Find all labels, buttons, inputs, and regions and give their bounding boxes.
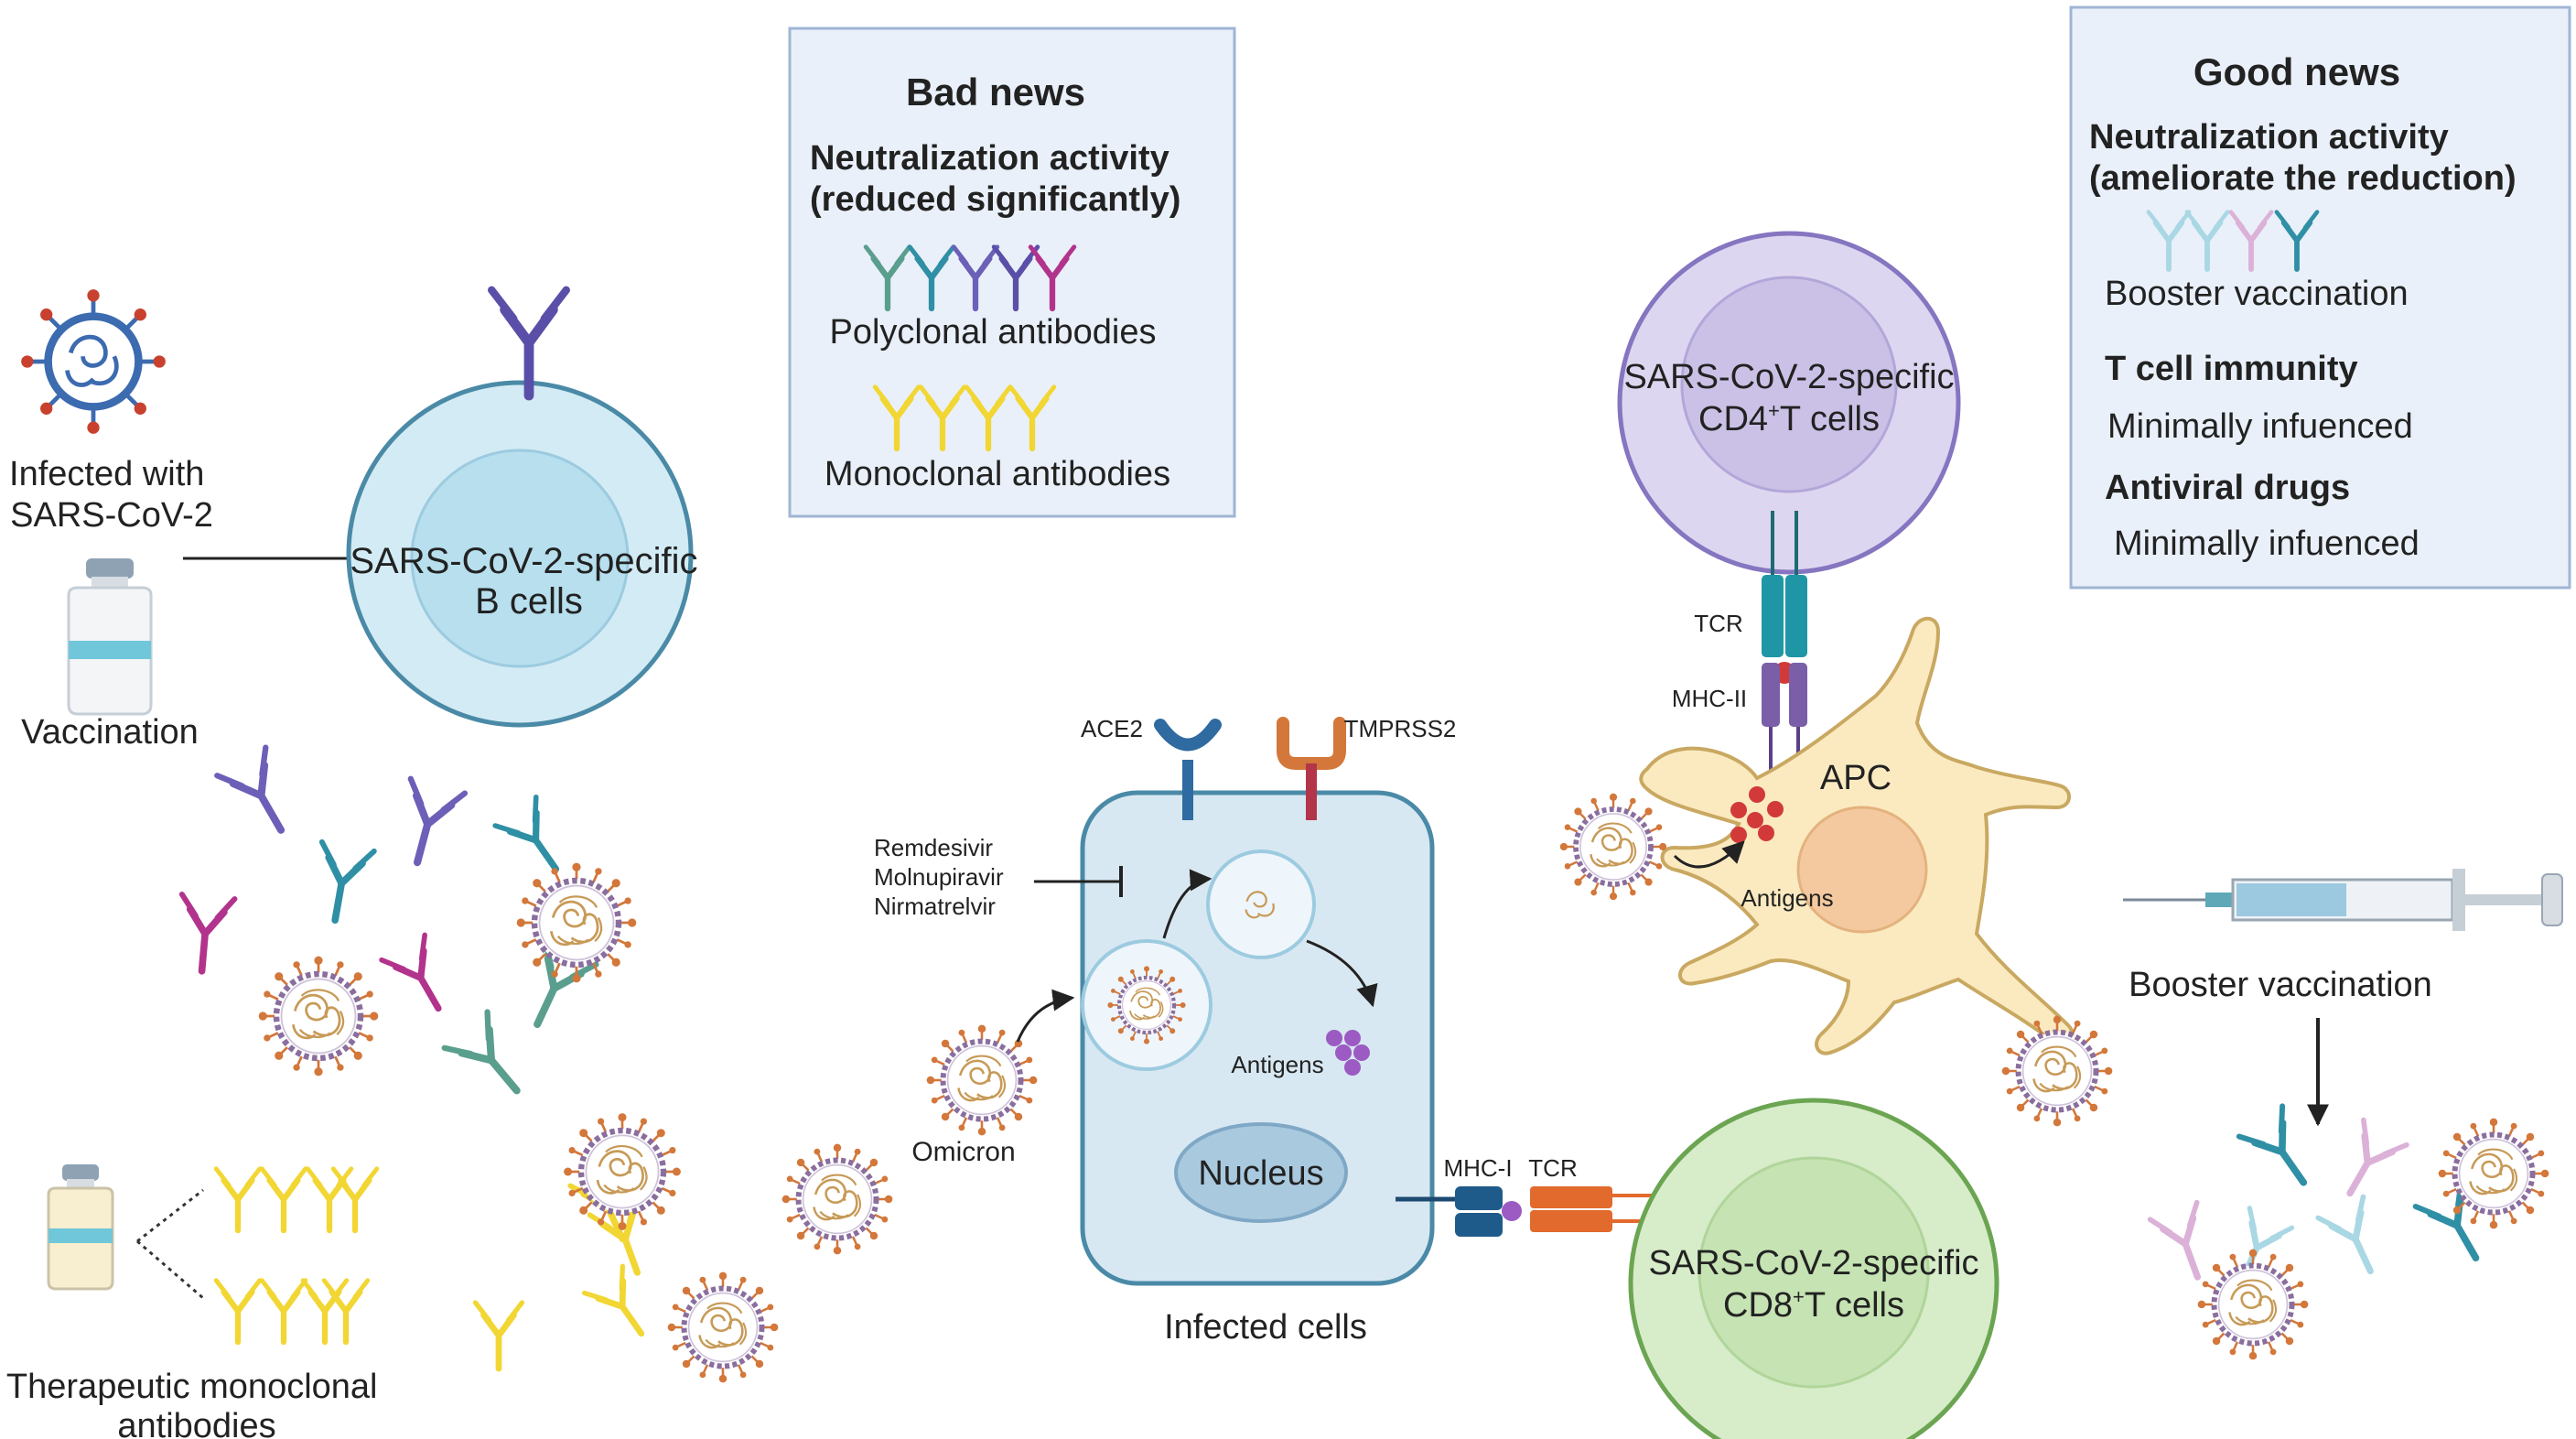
monoclonal-antibody-row <box>216 1169 377 1342</box>
monoclonal-label: Monoclonal antibodies <box>825 455 1170 493</box>
nucleus-label: Nucleus <box>1198 1154 1323 1193</box>
bcell: SARS-CoV-2-specific B cells <box>346 290 707 728</box>
antiviral-drug-list: Remdesivir Molnupiravir Nirmatrelvir <box>874 834 1010 920</box>
antiviral-drugs-title: Antiviral drugs <box>2105 469 2350 507</box>
infected-cell: ACE2 TMPRSS2 Antigens Nucleus Infected c… <box>1080 715 1457 1347</box>
cd4-tcell: SARS-CoV-2-specific CD4+T cells <box>1617 231 1961 575</box>
virus-icon <box>1560 794 1666 900</box>
virus-icon <box>2002 1016 2113 1127</box>
apc-cell: APC Antigens <box>1639 616 2075 1055</box>
good-news-box: Good news Neutralization activity (ameli… <box>2069 5 2571 590</box>
cd8-tcell: SARS-CoV-2-specific CD8+T cells <box>1628 1098 1999 1439</box>
antigen-cluster <box>1730 786 1784 843</box>
ace2-label: ACE2 <box>1081 715 1143 742</box>
cd8-label-line1: SARS-CoV-2-specific <box>1648 1244 1978 1282</box>
tmprss2-receptor-icon <box>1277 717 1346 770</box>
tcr-label-cd8: TCR <box>1528 1154 1577 1182</box>
virus-icon <box>564 1113 681 1230</box>
booster-vaccination-label: Booster vaccination <box>2129 966 2432 1004</box>
virus-icon <box>2198 1250 2309 1360</box>
infected-cells-label: Infected cells <box>1164 1308 1367 1347</box>
mhc1-label: MHC-I <box>1443 1154 1512 1182</box>
arrow-antigen-uptake <box>1673 840 1745 869</box>
virus-icon <box>259 957 379 1077</box>
tcell-immunity-value: Minimally infuenced <box>2107 407 2413 446</box>
virus-icon <box>668 1272 779 1383</box>
vial-icon <box>47 1164 114 1291</box>
bad-news-title: Bad news <box>906 70 1085 114</box>
virus-icon <box>927 1025 1038 1136</box>
antigens-label: Antigens <box>1231 1051 1323 1078</box>
arrow-omicron-entry <box>1016 989 1075 1043</box>
good-news-title: Good news <box>2193 50 2400 93</box>
therapeutic-label: Therapeutic monoclonal antibodies <box>6 1368 387 1439</box>
ace2-receptor-icon <box>1154 719 1222 752</box>
infected-label: Infected with SARS-CoV-2 <box>9 455 214 535</box>
virus-icon <box>2439 1119 2549 1229</box>
cd8-label-line2: CD8+T cells <box>1723 1285 1904 1325</box>
apc-antigens-label: Antigens <box>1741 884 1833 912</box>
vaccination-label: Vaccination <box>21 713 199 752</box>
polyclonal-label: Polyclonal antibodies <box>829 313 1156 352</box>
virus-icon <box>517 863 637 983</box>
tmprss2-label: TMPRSS2 <box>1344 715 1457 742</box>
bcell-label: SARS-CoV-2-specific B cells <box>350 541 707 622</box>
tcr-label-cd4: TCR <box>1694 610 1742 637</box>
cd4-label-line1: SARS-CoV-2-specific <box>1623 358 1954 396</box>
omicron-label: Omicron <box>911 1137 1015 1167</box>
tcell-immunity-title: T cell immunity <box>2105 350 2358 388</box>
syringe-icon <box>2123 869 2563 931</box>
good-news-booster: Booster vaccination <box>2105 275 2409 313</box>
nucleus <box>1174 1122 1348 1223</box>
good-news-heading: Neutralization activity (ameliorate the … <box>2089 118 2517 198</box>
dotted-connector <box>136 1188 204 1243</box>
antiviral-drugs-value: Minimally infuenced <box>2114 525 2420 563</box>
virus-icon <box>21 289 166 434</box>
mhc2-label: MHC-II <box>1672 685 1747 712</box>
antigen-cluster <box>1326 1030 1370 1076</box>
mhc1-tcr-complex: MHC-I TCR <box>1396 1154 1684 1237</box>
apc-label: APC <box>1820 759 1892 797</box>
vial-icon <box>67 558 153 716</box>
bad-news-heading: Neutralization activity (reduced signifi… <box>810 139 1180 219</box>
bcell-receptor-icon <box>491 290 566 395</box>
cd4-label-line2: CD4+T cells <box>1698 399 1880 438</box>
bad-news-box: Bad news Neutralization activity (reduce… <box>788 27 1236 518</box>
virus-icon <box>782 1144 893 1255</box>
dotted-connector <box>136 1239 204 1300</box>
